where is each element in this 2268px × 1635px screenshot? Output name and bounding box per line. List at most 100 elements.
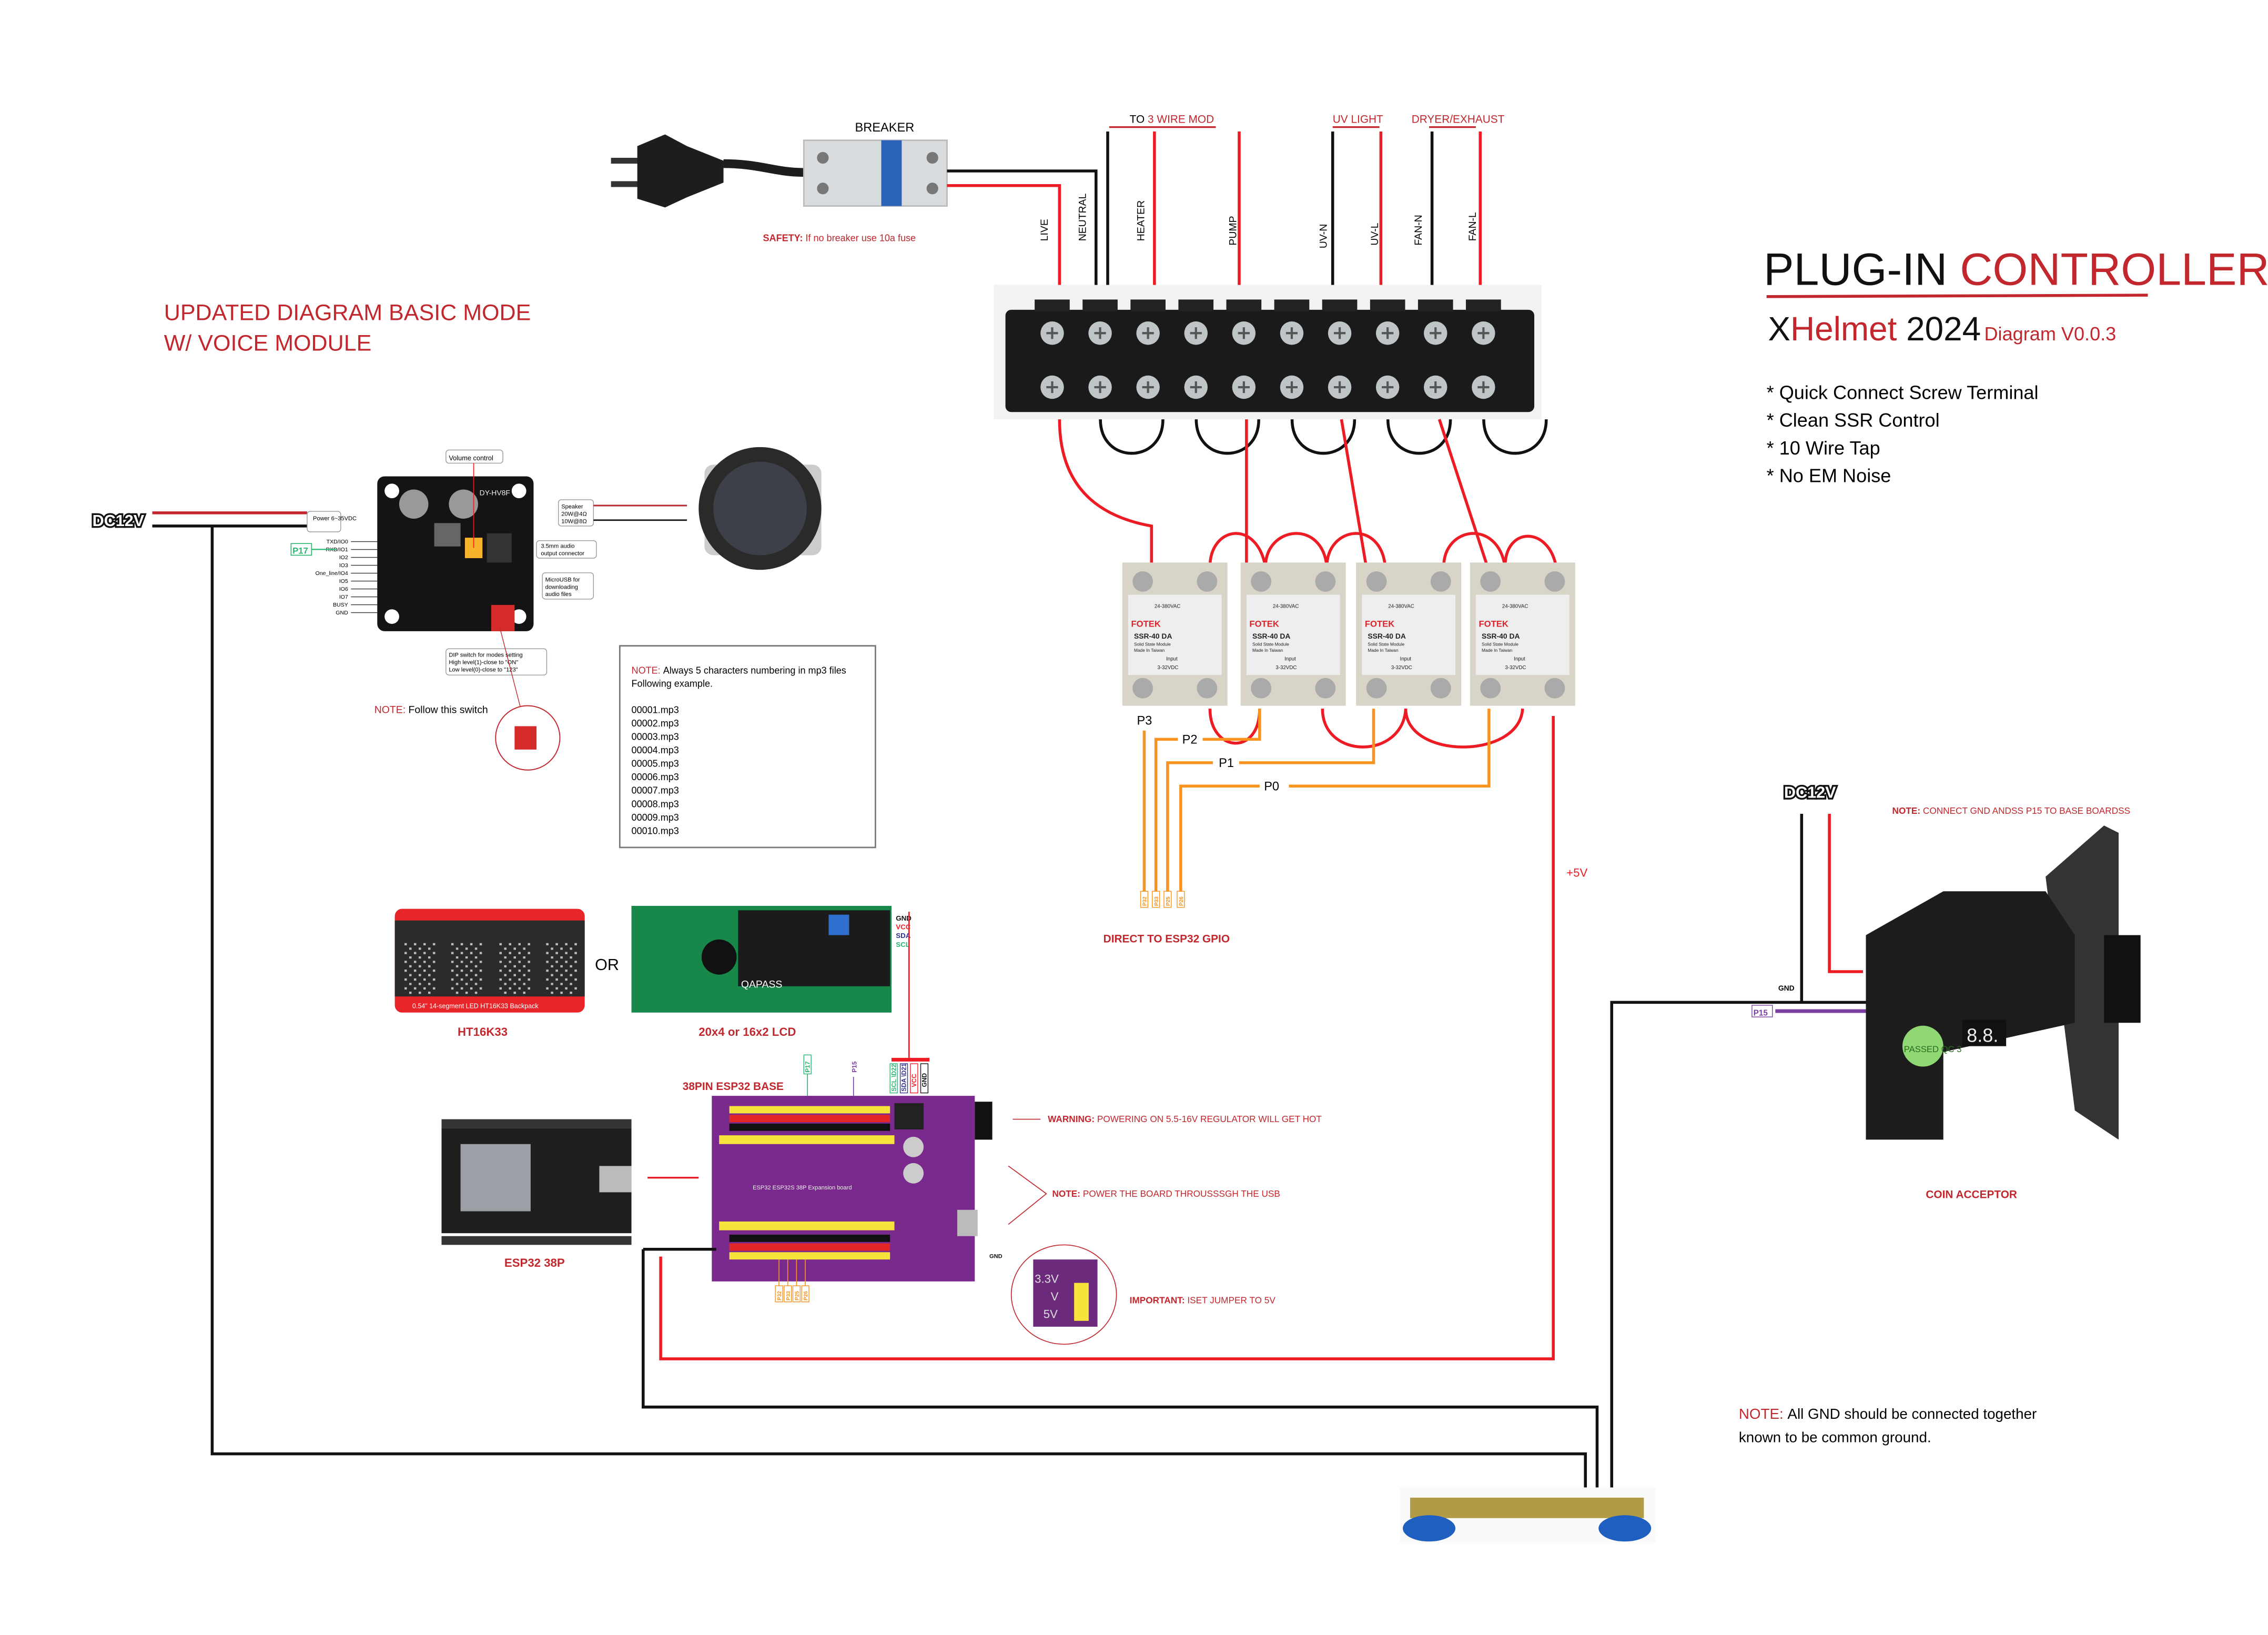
coin-gnd-wire [1610,1001,1868,1488]
svg-text:5V: 5V [1044,1307,1058,1320]
svg-text:VCC: VCC [896,923,911,931]
follow-switch-note: NOTE: Follow this switch [374,704,488,715]
svg-text:IMPORTANT: ISET JUMPER TO 5V: IMPORTANT: ISET JUMPER TO 5V [1130,1295,1276,1306]
svg-text:WARNING: POWERING ON 5.5-16V R: WARNING: POWERING ON 5.5-16V REGULATOR W… [1048,1114,1322,1124]
svg-text:SDA: SDA [896,932,911,940]
segment-digit: ░ [402,940,435,994]
pin-label: IO2 [339,554,348,561]
svg-text:Made In Taiwan: Made In Taiwan [1252,648,1283,653]
svg-text:NOTE: Always 5 characters numb: NOTE: Always 5 characters numbering in m… [632,665,846,675]
svg-text:P26: P26 [1179,896,1184,906]
lcd-pin-labels: GND VCC SDA SCL [896,914,912,948]
coin-note: NOTE: CONNECT GND ANDSS P15 TO BASE BOAR… [1892,805,2131,816]
gpio-tag [784,1285,792,1303]
plus-5v-label: +5V [1566,866,1587,879]
pin-label: GND [336,610,348,616]
svg-text:P33: P33 [1154,896,1160,906]
breaker-icon [803,139,948,207]
gpio-tag [1177,891,1185,908]
ssr-channel-labels: P3 P2 P1 P0 [1137,714,1280,794]
svg-text:FAN-L: FAN-L [1467,212,1479,241]
svg-text:PASSED QC 3: PASSED QC 3 [1904,1044,1962,1054]
gpio-tag [1152,891,1160,908]
ground-bus-bar [1400,1487,1656,1543]
jumper-loop [1099,419,1165,455]
svg-text:FOTEK: FOTEK [1365,619,1394,629]
svg-text:Power 6~35VDC: Power 6~35VDC [313,516,357,522]
feature-item: * No EM Noise [1767,465,1891,487]
speaker-callout: Speaker 20W@4Ω 10W@8Ω [558,499,594,527]
svg-text:V: V [1051,1290,1059,1303]
svg-text:Solid State Module: Solid State Module [1134,642,1171,647]
label-uv-light: UV LIGHT [1333,113,1383,125]
svg-text:UV-N: UV-N [1318,224,1330,248]
svg-text:Made In Taiwan: Made In Taiwan [1368,648,1399,653]
svg-text:Speaker: Speaker [561,504,583,510]
svg-text:FAN-N: FAN-N [1413,215,1424,245]
svg-text:DIP switch for modes setting: DIP switch for modes setting [449,652,522,658]
svg-text:GND: GND [989,1253,1003,1259]
esp32-base-label: 38PIN ESP32 BASE [683,1081,784,1093]
dc12v-label-coin: DC12V [1784,784,1836,802]
svg-text:Following example.: Following example. [632,678,713,689]
svg-text:8.8.: 8.8. [1967,1024,1998,1046]
breaker-label: BREAKER [855,121,915,135]
svg-text:audio files: audio files [545,591,572,598]
svg-text:SCL \D22: SCL \D22 [890,1064,897,1092]
svg-text:DY-HV8F: DY-HV8F [480,489,510,497]
channel-label: P0 [1264,780,1279,794]
svg-text:P25: P25 [1166,896,1171,906]
svg-text:Solid State Module: Solid State Module [1482,642,1518,647]
pin-label: BUSY [333,602,348,608]
ssr-power-loops [659,708,1555,1360]
svg-text:GND: GND [921,1073,928,1087]
ground-note-line2: known to be common ground. [1739,1429,1931,1445]
svg-text:FOTEK: FOTEK [1249,619,1279,629]
diagram-version: Diagram V0.0.3 [1984,323,2116,345]
wire-labels: LIVE NEUTRAL HEATER PUMP UV-N UV-L FAN-N… [1039,193,1479,248]
mp3-file-item: 00004.mp3 [632,745,679,755]
subtitle: XHelmet 2024 [1768,310,1981,348]
direct-to-gpio-label: DIRECT TO ESP32 GPIO [1103,933,1230,945]
feature-item: * Clean SSR Control [1767,409,1940,431]
dip-callout: DIP switch for modes setting High level(… [446,648,548,675]
gpio-tag [1140,891,1149,908]
feature-item: * Quick Connect Screw Terminal [1767,381,2039,403]
svg-text:Volume control: Volume control [449,454,493,462]
safety-note: SAFETY: If no breaker use 10a fuse [763,233,916,243]
ground-note: NOTE: All GND should be connected togeth… [1739,1406,2037,1422]
svg-text:3.3V: 3.3V [1035,1273,1059,1286]
svg-text:Made In Taiwan: Made In Taiwan [1134,648,1165,653]
pin-label: IO7 [339,594,348,600]
svg-text:SSR-40 DA: SSR-40 DA [1252,632,1290,640]
svg-text:Solid State Module: Solid State Module [1252,642,1289,647]
ssr-group: 24-380VAC FOTEK SSR-40 DA Solid State Modul… [1122,562,1575,706]
voice-module-pins: TXD/IO0RXD/IO1IO2IO3One_line/IO4IO5IO6IO… [316,539,378,616]
svg-text:24-380VAC: 24-380VAC [1388,603,1414,609]
svg-text:24-380VAC: 24-380VAC [1273,603,1299,609]
gpio-tag [801,1285,809,1303]
left-title-line2: W/ VOICE MODULE [164,331,372,356]
svg-text:3-32VDC: 3-32VDC [1157,665,1178,671]
svg-text:P32: P32 [1142,896,1148,906]
svg-text:downloading: downloading [545,584,578,590]
svg-text:ESP32 ESP32S 38P Expansion boa: ESP32 ESP32S 38P Expansion board [753,1185,852,1191]
svg-text:Solid State Module: Solid State Module [1368,642,1404,647]
gpio-tag [1163,891,1172,908]
svg-text:SSR-40 DA: SSR-40 DA [1134,632,1172,640]
mp3-file-item: 00001.mp3 [632,704,679,715]
svg-text:SCL: SCL [896,941,910,948]
svg-text:NEUTRAL: NEUTRAL [1077,193,1088,241]
svg-text:Input: Input [1284,656,1296,662]
svg-text:GND: GND [1778,984,1795,992]
svg-text:Made In Taiwan: Made In Taiwan [1482,648,1513,653]
svg-text:Low level(0)-close to "123": Low level(0)-close to "123" [449,667,518,673]
svg-text:24-380VAC: 24-380VAC [1502,603,1528,609]
speaker-icon [698,447,822,570]
svg-text:UV-L: UV-L [1369,223,1381,245]
svg-text:0.54" 14-segment LED HT16K33 B: 0.54" 14-segment LED HT16K33 Backpack [412,1002,539,1010]
channel-label: P3 [1137,714,1152,728]
